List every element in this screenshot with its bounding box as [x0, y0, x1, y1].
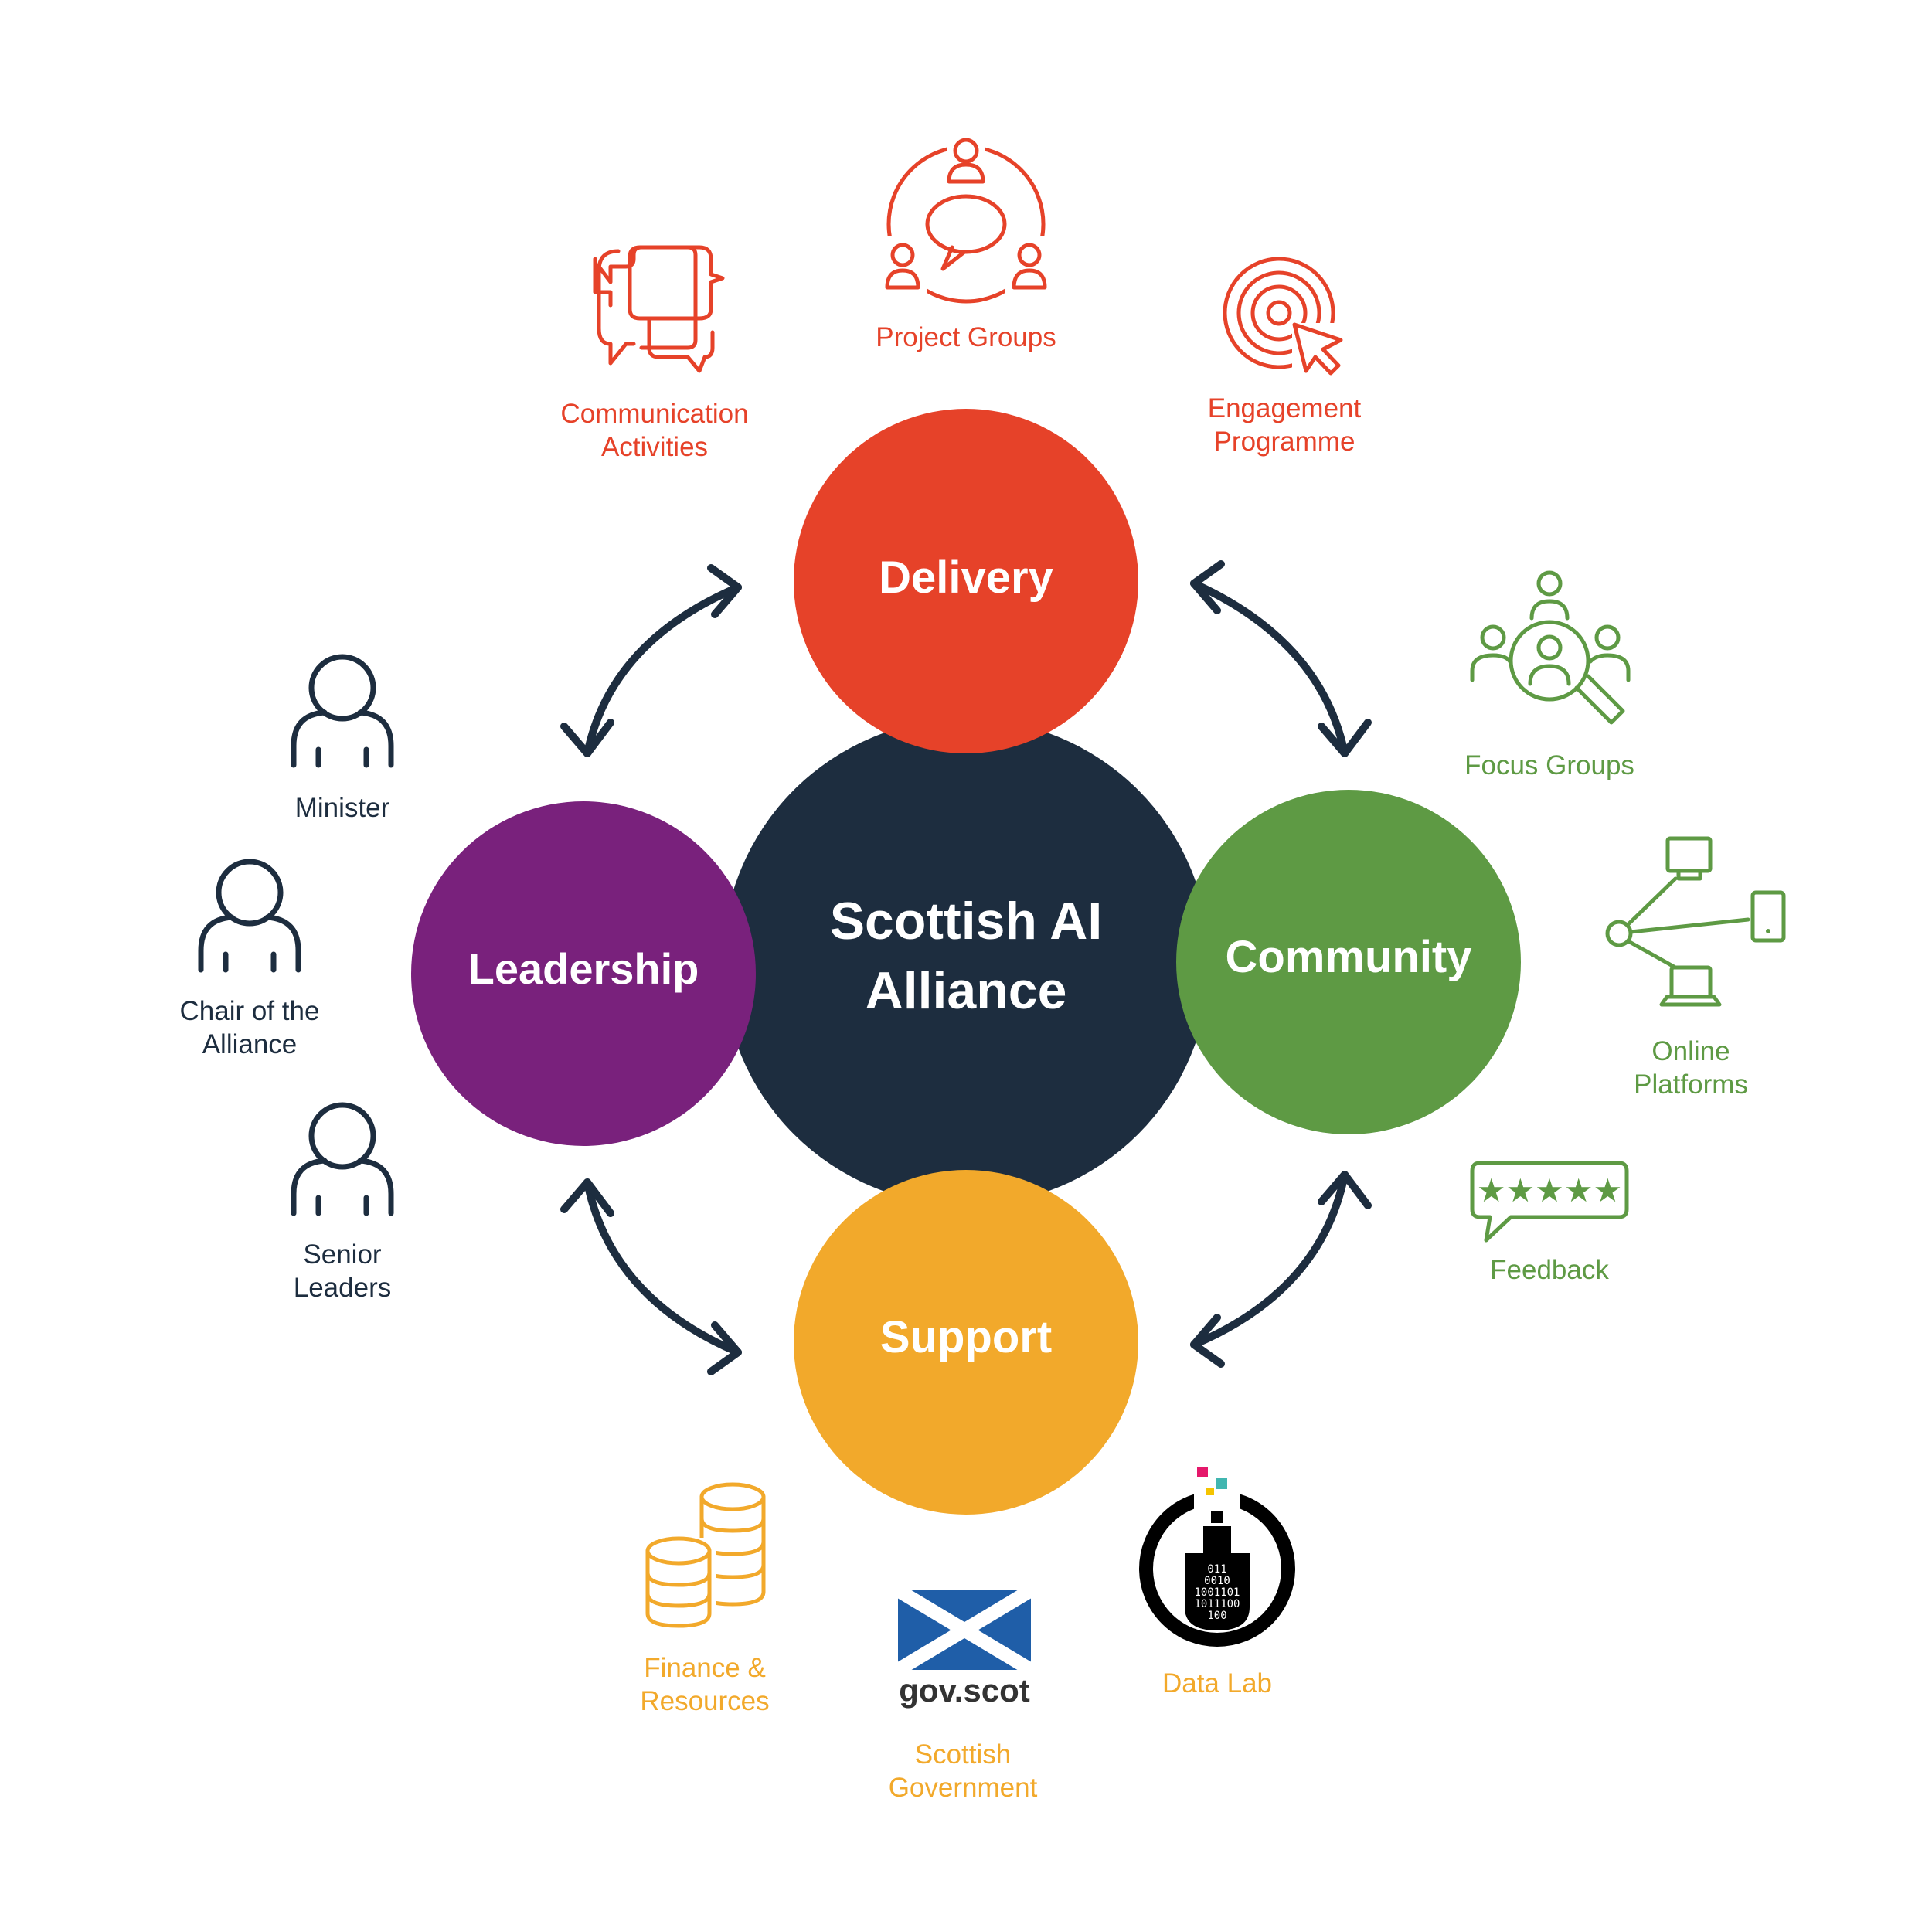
minister-person-icon: [291, 654, 394, 768]
online-platforms-label-line2: Platforms: [1634, 1069, 1748, 1100]
engagement-label-line1: Engagement: [1208, 393, 1362, 423]
svg-text:★★★★★: ★★★★★: [1477, 1171, 1622, 1209]
arrow-community-support: [1190, 1171, 1372, 1368]
communication-label-line1: Communication: [560, 399, 748, 429]
delivery-label: Delivery: [879, 553, 1053, 603]
online-platforms-label-line1: Online: [1651, 1036, 1730, 1066]
minister-label: Minister: [295, 793, 390, 823]
govscot-logo-text: gov.scot: [899, 1672, 1030, 1709]
data-lab-logo: 011 0010 1001101 1011100 100: [1139, 1467, 1295, 1647]
finance-label-line2: Resources: [640, 1686, 769, 1716]
chair-label-line1: Chair of the: [180, 996, 320, 1026]
engagement-programme-icon: [1223, 257, 1343, 376]
saltire-flag-icon: [894, 1584, 1035, 1676]
data-lab-binary-2: 0010: [1204, 1575, 1230, 1587]
senior-label-line1: Senior: [303, 1239, 382, 1270]
arrow-delivery-community: [1190, 560, 1372, 757]
chair-person-icon: [198, 859, 301, 973]
delivery-circle: [794, 409, 1138, 753]
data-lab-binary-3: 1001101: [1194, 1586, 1240, 1599]
data-lab-binary-4: 1011100: [1194, 1598, 1240, 1610]
data-lab-label: Data Lab: [1162, 1668, 1272, 1698]
finance-label-line1: Finance &: [644, 1653, 766, 1683]
focus-groups-label: Focus Groups: [1464, 750, 1634, 780]
engagement-label-line2: Programme: [1214, 427, 1355, 457]
online-platforms-icon: [1605, 836, 1786, 1007]
support-label: Support: [880, 1312, 1052, 1362]
center-title-line1: Scottish AI: [830, 892, 1103, 950]
feedback-icon: ★★★★★: [1470, 1161, 1629, 1243]
data-lab-binary-1: 011: [1207, 1563, 1226, 1576]
senior-label-line2: Leaders: [294, 1273, 391, 1303]
arrow-delivery-leadership: [560, 564, 742, 757]
scottish-government-label-line1: Scottish: [915, 1739, 1012, 1770]
center-circle: [723, 719, 1209, 1205]
community-circle: [1176, 790, 1521, 1134]
data-lab-binary-5: 100: [1207, 1610, 1226, 1622]
project-groups-label: Project Groups: [876, 322, 1056, 352]
support-circle: [794, 1170, 1138, 1515]
leadership-label: Leadership: [468, 944, 699, 993]
community-label: Community: [1226, 932, 1472, 982]
center-title-line2: Alliance: [866, 961, 1067, 1020]
focus-groups-icon: [1470, 570, 1631, 725]
leadership-circle: [411, 801, 756, 1146]
project-groups-icon: [881, 138, 1051, 304]
senior-leaders-person-icon: [291, 1102, 394, 1216]
arrow-leadership-support: [560, 1178, 742, 1375]
finance-coins-icon: [645, 1482, 766, 1630]
chair-label-line2: Alliance: [202, 1029, 298, 1059]
communication-label-line2: Activities: [601, 432, 708, 462]
feedback-label: Feedback: [1490, 1255, 1609, 1285]
communication-activities-icon: [593, 245, 725, 373]
scottish-government-label-line2: Government: [889, 1773, 1038, 1803]
